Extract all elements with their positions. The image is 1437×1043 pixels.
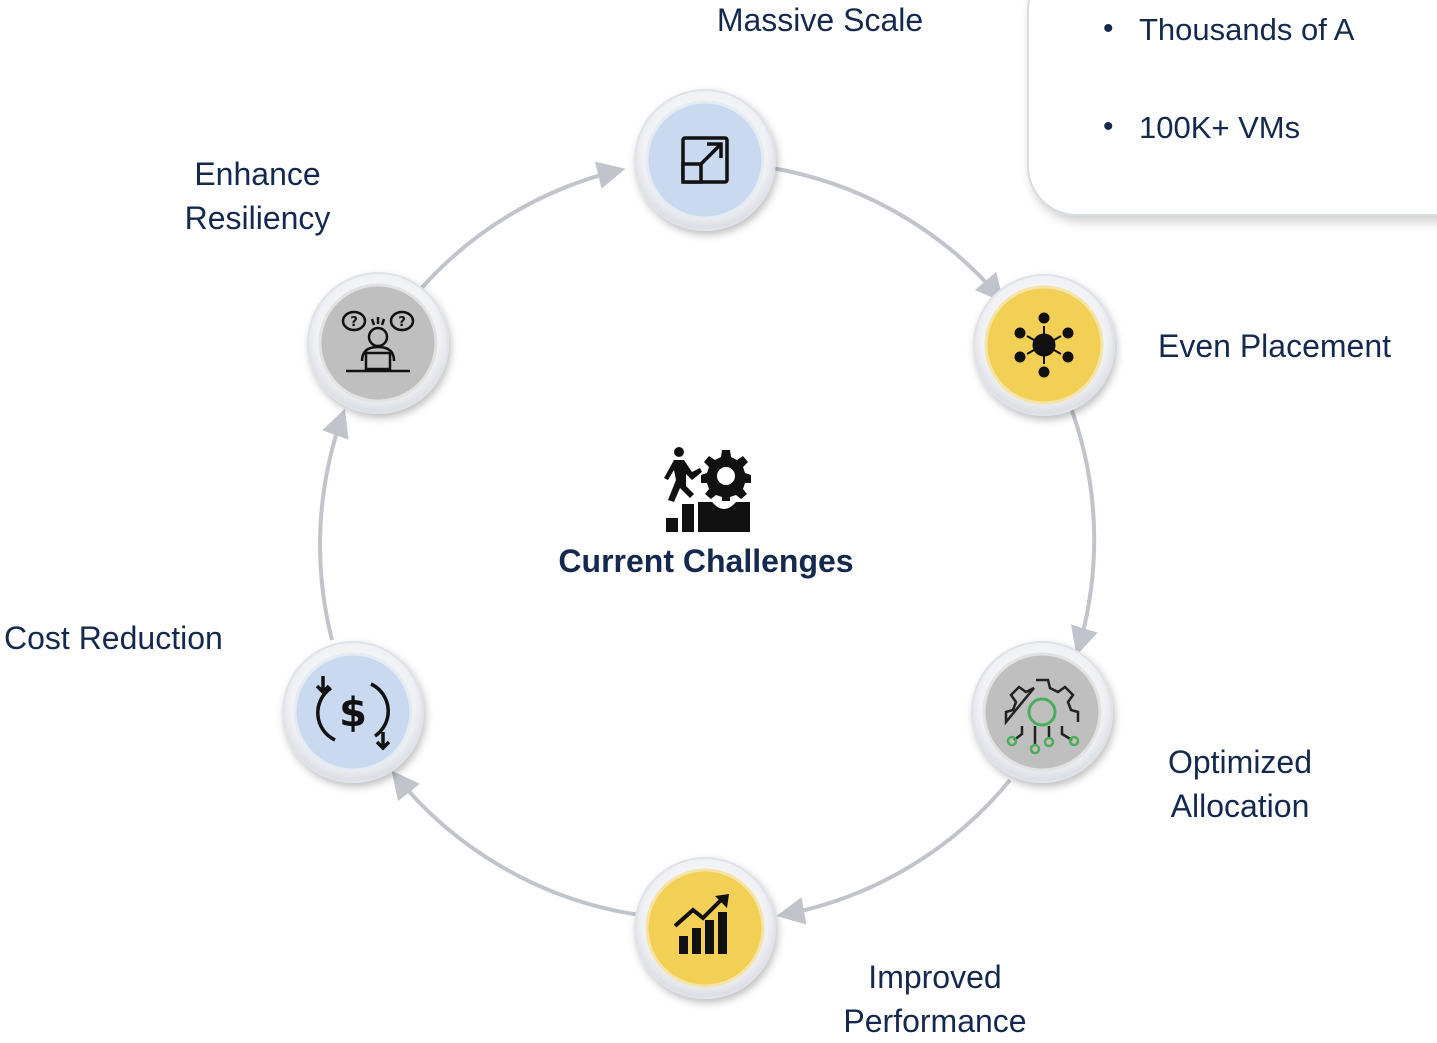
label-enhance-resiliency: Enhance Resiliency <box>184 156 331 236</box>
arc-cost-to-enhance <box>318 408 349 641</box>
arc-enhance-to-massive <box>416 161 626 294</box>
svg-text:$: $ <box>339 690 367 736</box>
label-improved-performance: Improved Performance <box>843 959 1027 1039</box>
node-optimized-allocation <box>971 641 1113 783</box>
label-massive-scale: Massive Scale <box>716 2 924 38</box>
arc-optimized-to-improved <box>776 778 1012 925</box>
center-title: Current Challenges <box>558 543 854 579</box>
callout-box: Thousands of A 100K+ VMs <box>1027 0 1437 216</box>
label-optimized-allocation: Optimized Allocation <box>1167 744 1313 824</box>
node-fill <box>318 283 438 403</box>
node-massive-scale <box>634 89 776 231</box>
climber-gear-icon <box>664 447 751 532</box>
arc-even-to-optimized <box>1066 399 1098 656</box>
callout-item: 100K+ VMs <box>1103 110 1300 146</box>
dollar-cycle-icon: $ <box>315 676 391 751</box>
svg-text:?: ? <box>398 315 406 330</box>
chart-growth-icon <box>673 894 729 954</box>
svg-text:?: ? <box>350 315 358 330</box>
confused-worker-icon: ? ? <box>341 310 415 373</box>
node-enhance-resiliency: ? ? <box>307 272 449 414</box>
arc-massive-to-even <box>771 166 1004 303</box>
node-fill <box>982 652 1102 772</box>
gear-circuit-icon <box>1004 678 1080 755</box>
arc-improved-to-cost <box>391 770 641 917</box>
node-improved-performance <box>634 857 776 999</box>
label-even-placement: Even Placement <box>1158 328 1392 364</box>
expand-icon <box>681 136 729 184</box>
network-hub-icon <box>1014 312 1074 378</box>
node-cost-reduction: $ <box>282 641 424 783</box>
callout-item: Thousands of A <box>1103 12 1355 48</box>
node-even-placement <box>973 274 1115 416</box>
label-cost-reduction: Cost Reduction <box>4 620 223 656</box>
